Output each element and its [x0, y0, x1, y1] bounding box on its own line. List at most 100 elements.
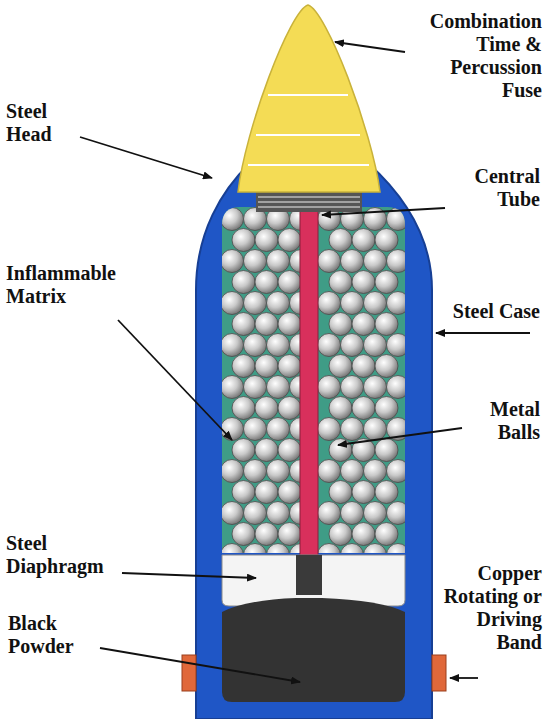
metal-ball — [318, 502, 341, 525]
metal-ball — [267, 334, 290, 357]
metal-ball — [232, 439, 255, 462]
metal-ball — [387, 334, 410, 357]
metal-ball — [318, 418, 341, 441]
part-label: Inflammable Matrix — [6, 262, 138, 308]
metal-ball — [341, 292, 364, 315]
metal-ball — [364, 250, 387, 273]
metal-ball — [221, 502, 244, 525]
metal-ball — [278, 229, 301, 252]
metal-ball — [278, 271, 301, 294]
metal-ball — [329, 355, 352, 378]
fuse-rings — [248, 95, 369, 165]
black-powder — [222, 598, 405, 702]
metal-ball — [387, 460, 410, 483]
metal-ball — [329, 523, 352, 546]
metal-ball — [375, 271, 398, 294]
metal-ball — [255, 355, 278, 378]
metal-ball — [267, 292, 290, 315]
metal-ball — [255, 523, 278, 546]
metal-ball — [221, 334, 244, 357]
metal-ball — [244, 502, 267, 525]
part-label: Metal Balls — [466, 398, 540, 444]
metal-ball — [352, 523, 375, 546]
metal-ball — [221, 460, 244, 483]
metal-ball — [364, 460, 387, 483]
metal-ball — [221, 418, 244, 441]
metal-ball — [352, 271, 375, 294]
metal-ball — [244, 460, 267, 483]
metal-ball — [375, 439, 398, 462]
metal-ball — [278, 397, 301, 420]
part-label: Black Powder — [8, 612, 96, 658]
metal-ball — [375, 229, 398, 252]
metal-balls — [221, 208, 410, 567]
metal-ball — [329, 481, 352, 504]
part-label: Steel Head — [6, 100, 78, 146]
metal-ball — [278, 481, 301, 504]
metal-ball — [232, 313, 255, 336]
metal-ball — [267, 376, 290, 399]
screw-thread — [258, 197, 360, 207]
metal-ball — [387, 250, 410, 273]
metal-ball — [329, 313, 352, 336]
metal-ball — [341, 460, 364, 483]
metal-ball — [255, 481, 278, 504]
metal-ball — [329, 439, 352, 462]
metal-ball — [364, 376, 387, 399]
metal-ball — [244, 292, 267, 315]
metal-ball — [341, 418, 364, 441]
metal-ball — [341, 502, 364, 525]
fuse-label: Combination Time & Percussion Fuse — [410, 10, 542, 102]
part-label: Steel Diaphragm — [6, 532, 128, 578]
metal-ball — [221, 292, 244, 315]
metal-ball — [232, 481, 255, 504]
metal-ball — [375, 313, 398, 336]
metal-ball — [352, 481, 375, 504]
metal-ball — [255, 229, 278, 252]
metal-ball — [232, 271, 255, 294]
metal-ball — [278, 439, 301, 462]
metal-ball — [375, 523, 398, 546]
metal-ball — [318, 250, 341, 273]
metal-ball — [364, 418, 387, 441]
part-label: Steel Case — [410, 300, 540, 323]
metal-ball — [375, 481, 398, 504]
metal-ball — [232, 355, 255, 378]
part-label: Copper Rotating or Driving Band — [430, 562, 542, 654]
central-tube — [300, 210, 318, 555]
metal-ball — [352, 313, 375, 336]
metal-ball — [278, 313, 301, 336]
metal-ball — [329, 229, 352, 252]
driving-band — [182, 655, 196, 691]
metal-ball — [352, 355, 375, 378]
metal-ball — [221, 250, 244, 273]
metal-ball — [352, 229, 375, 252]
metal-ball — [267, 460, 290, 483]
steel-case — [196, 163, 432, 719]
metal-ball — [387, 502, 410, 525]
metal-ball — [352, 397, 375, 420]
metal-ball — [329, 271, 352, 294]
metal-ball — [341, 376, 364, 399]
metal-ball — [267, 250, 290, 273]
metal-ball — [232, 523, 255, 546]
metal-ball — [244, 418, 267, 441]
metal-ball — [341, 334, 364, 357]
metal-ball — [329, 397, 352, 420]
metal-ball — [255, 271, 278, 294]
metal-ball — [318, 292, 341, 315]
diaphragm-plug — [296, 555, 322, 595]
metal-ball — [244, 376, 267, 399]
metal-ball — [232, 229, 255, 252]
metal-ball — [364, 292, 387, 315]
metal-ball — [375, 397, 398, 420]
metal-ball — [375, 355, 398, 378]
metal-ball — [364, 502, 387, 525]
metal-ball — [387, 292, 410, 315]
driving-band — [432, 655, 446, 691]
metal-ball — [255, 397, 278, 420]
metal-ball — [364, 334, 387, 357]
metal-ball — [255, 313, 278, 336]
metal-ball — [278, 355, 301, 378]
